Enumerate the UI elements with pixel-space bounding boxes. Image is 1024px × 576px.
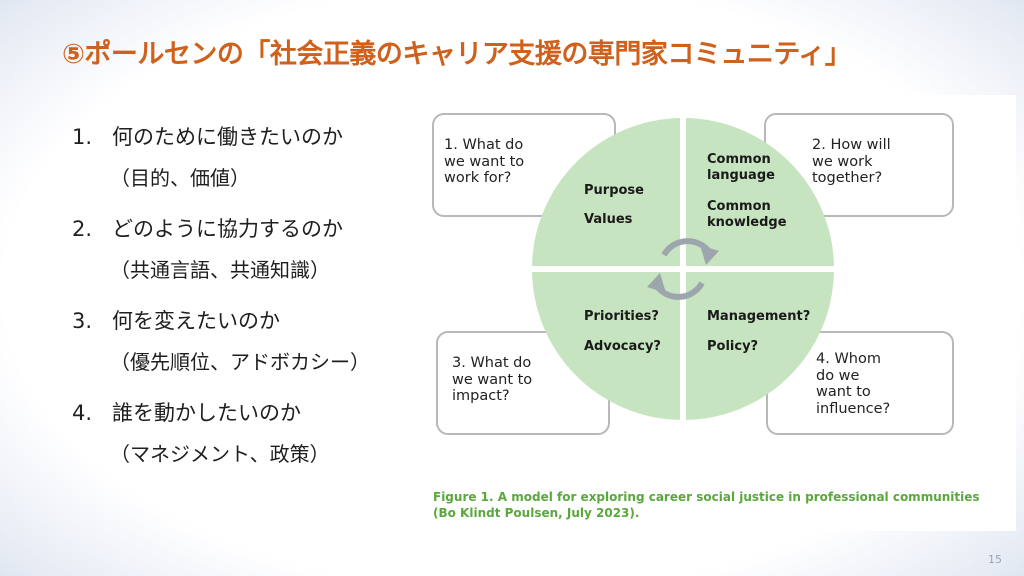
list-subtext: （目的、価値） <box>110 166 250 190</box>
quadrant-label: Common language <box>707 152 775 183</box>
quadrant-top-left <box>532 118 680 266</box>
question-list: 1. 何のために働きたいのか （目的、価値） 2. どのように協力するのか （共通言… <box>72 124 402 492</box>
list-number: 3. <box>72 309 93 333</box>
list-item: 4. 誰を動かしたいのか （マネジメント、政策） <box>72 400 402 466</box>
list-item: 3. 何を変えたいのか （優先順位、アドボカシー） <box>72 308 402 374</box>
quadrant-circle <box>532 118 834 420</box>
list-item: 1. 何のために働きたいのか （目的、価値） <box>72 124 402 190</box>
quadrant-bottom-left <box>532 272 680 420</box>
list-text: 何を変えたいのか <box>112 309 280 333</box>
question-4-text: 4. Whom do we want to influence? <box>816 351 891 417</box>
question-3-text: 3. What do we want to impact? <box>452 355 533 404</box>
list-text: 何のために働きたいのか <box>112 125 343 149</box>
list-text: 誰を動かしたいのか <box>112 401 301 425</box>
list-number: 4. <box>72 401 93 425</box>
question-2-text: 2. How will we work together? <box>812 137 891 186</box>
figure-caption: Figure 1. A model for exploring career s… <box>433 490 980 520</box>
page-number: 15 <box>988 553 1002 566</box>
model-figure: 1. What do we want to work for? 2. How w… <box>414 95 1016 531</box>
list-item: 2. どのように協力するのか （共通言語、共通知識） <box>72 216 402 282</box>
list-subtext: （マネジメント、政策） <box>110 442 330 466</box>
list-number: 2. <box>72 217 93 241</box>
slide-title: ⑤ポールセンの「社会正義のキャリア支援の専門家コミュニティ」 <box>62 39 852 70</box>
list-text: どのように協力するのか <box>112 217 343 241</box>
list-subtext: （共通言語、共通知識） <box>110 258 330 282</box>
quadrant-label: Values <box>584 212 633 227</box>
quadrant-label: Priorities? <box>584 309 659 324</box>
quadrant-label: Purpose <box>584 183 644 198</box>
quadrant-label: Advocacy? <box>584 339 661 354</box>
list-number: 1. <box>72 125 93 149</box>
question-1-text: 1. What do we want to work for? <box>444 137 525 186</box>
list-subtext: （優先順位、アドボカシー） <box>110 350 370 374</box>
quadrant-label: Management? <box>707 309 811 324</box>
quadrant-label: Common knowledge <box>707 199 787 230</box>
quadrant-label: Policy? <box>707 339 759 354</box>
